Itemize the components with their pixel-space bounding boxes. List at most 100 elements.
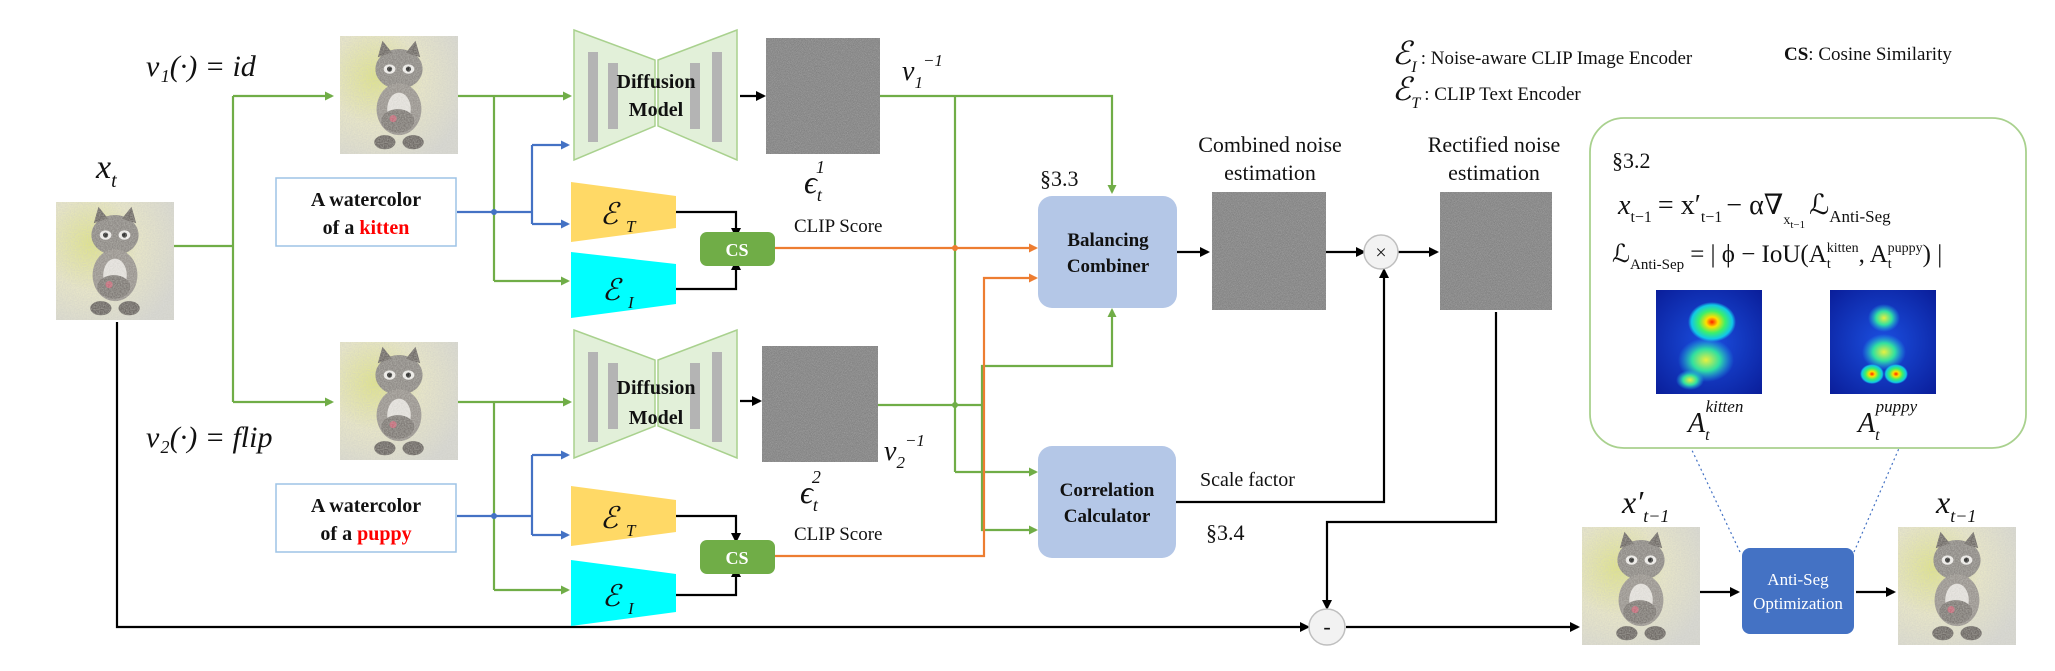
view-label-v2: v₂(·) = flip [146, 421, 272, 454]
prompt-line1: A watercolor [311, 495, 421, 517]
noise-image-eps1-grain [766, 38, 880, 154]
rectified-noise-line2: estimation [1448, 160, 1540, 185]
attention-map-puppy [1830, 290, 1936, 394]
junction-dot [491, 209, 497, 215]
attention-label-kitten: Atkitten [1686, 397, 1743, 444]
green-arrow [880, 94, 1117, 194]
noise-image-rectified-grain [1440, 192, 1552, 310]
prompt-box-puppy: A watercolor of a puppy [275, 483, 457, 553]
legend-image-encoder: ℰI: Noise-aware CLIP Image Encoder [1392, 35, 1693, 76]
attention-map-kitten [1656, 290, 1762, 394]
black-arrow [1322, 312, 1498, 610]
prompt-word-kitten: kitten [359, 217, 409, 239]
multiply-symbol: × [1375, 242, 1386, 264]
black-arrow [1176, 268, 1389, 504]
encoder-subscript: T [626, 217, 637, 236]
eps2-label: ϵt2 [800, 467, 821, 515]
clip-score-label-bottom: CLIP Score [794, 524, 882, 545]
encoder-symbol: ℰ [602, 274, 623, 307]
cs-box-top: CS [700, 232, 775, 266]
prompt-line2: of a kitten [323, 217, 410, 239]
section-3-2-panel: §3.2 xt−1= x′t−1− α∇xt−1ℒAnti-Seg ℒAnti-… [1589, 117, 2027, 449]
black-arrow [676, 260, 741, 291]
junction-dot [952, 402, 958, 408]
equation-1: xt−1= x′t−1− α∇xt−1ℒAnti-Seg [1617, 190, 1891, 231]
attention-label-puppy: Atpuppy [1856, 397, 1918, 444]
antiseg-line1: Anti-Seg [1767, 570, 1829, 589]
encoder-symbol: ℰ [602, 580, 623, 613]
legend-cosine-similarity: CS: Cosine Similarity [1784, 44, 1952, 65]
inverse-label-v2: v2−1 [884, 431, 925, 472]
minus-symbol: - [1323, 614, 1330, 639]
view-label-v1: v₁(·) = id [146, 50, 257, 83]
black-arrow [115, 322, 1310, 632]
encoder-symbol: ℰ [600, 198, 621, 231]
scale-factor-label: Scale factor [1200, 469, 1295, 491]
image-encoder-top: ℰ I [571, 252, 676, 318]
orange-arrow [775, 273, 1038, 558]
cs-label: CS [725, 548, 748, 568]
balancing-combiner: Balancing Combiner [1038, 196, 1177, 308]
output-image-x [1898, 527, 2016, 645]
noise-image-eps2-grain [762, 346, 878, 462]
cs-label: CS [725, 240, 748, 260]
inverse-label-v1: v1−1 [902, 51, 943, 92]
section-3-3-label: §3.3 [1040, 166, 1079, 191]
connectors [115, 91, 1901, 632]
image-encoder-bottom: ℰ I [571, 560, 676, 626]
noise-image-combined-grain [1212, 192, 1326, 310]
correlation-line1: Correlation [1060, 480, 1155, 501]
prompt-word-puppy: puppy [357, 523, 412, 545]
black-arrow [676, 514, 741, 543]
antiseg-optimization: Anti-Seg Optimization [1742, 548, 1854, 634]
balancing-line1: Balancing [1067, 230, 1149, 251]
encoder-subscript: I [627, 599, 635, 618]
junction-dot [491, 513, 497, 519]
output-label-x: xt−1 [1935, 484, 1976, 526]
eps1-label: ϵt1 [804, 157, 825, 205]
diffusion-label-line2: Model [629, 99, 684, 121]
text-encoder-top: ℰ T [571, 182, 676, 242]
green-arrow [980, 308, 1117, 405]
combined-noise-line2: estimation [1224, 160, 1316, 185]
clip-score-label-top: CLIP Score [794, 216, 882, 237]
equation-2: ℒAnti-Sep= | ϕ − IoU(Atkitten, Atpuppy) … [1612, 241, 1942, 273]
rectified-noise-line1: Rectified noise [1428, 132, 1561, 157]
minus-node: - [1308, 608, 1346, 646]
section-3-2-label: §3.2 [1612, 148, 1651, 173]
view-image-bottom [340, 342, 458, 460]
green-arrow [980, 405, 1038, 535]
antiseg-line2: Optimization [1753, 594, 1843, 613]
diffusion-model-top: Diffusion Model [573, 28, 738, 162]
dotted-link [1853, 445, 1901, 553]
section-3-4-label: §3.4 [1206, 520, 1245, 545]
legend: ℰI: Noise-aware CLIP Image Encoder ℰT: C… [1392, 35, 1952, 112]
junctions [491, 209, 958, 519]
cs-box-bottom: CS [700, 540, 775, 574]
multiply-node: × [1363, 234, 1399, 270]
diffusion-label-line1: Diffusion [617, 377, 696, 399]
output-image-xprime [1582, 527, 1700, 645]
encoder-subscript: I [627, 293, 635, 312]
prompt-line1: A watercolor [311, 189, 421, 211]
input-label-xt: xt [95, 149, 117, 192]
black-arrow [676, 210, 741, 238]
prompt-box-kitten: A watercolor of a kitten [275, 177, 457, 247]
balancing-line2: Combiner [1067, 256, 1150, 277]
input-image-xt [56, 202, 174, 320]
black-arrow [676, 567, 741, 597]
view-image-top [340, 36, 458, 154]
junction-dot [952, 245, 958, 251]
diffusion-model-bottom: Diffusion Model [573, 328, 738, 460]
encoder-symbol: ℰ [600, 502, 621, 535]
prompt-line2: of a puppy [320, 523, 411, 545]
legend-text-encoder: ℰT: CLIP Text Encoder [1392, 71, 1581, 112]
encoder-subscript: T [626, 521, 637, 540]
diffusion-label-line2: Model [629, 407, 684, 429]
text-encoder-bottom: ℰ T [571, 486, 676, 546]
correlation-calculator: Correlation Calculator [1038, 446, 1176, 558]
output-label-xprime: x′t−1 [1621, 484, 1669, 526]
correlation-line2: Calculator [1064, 506, 1151, 527]
